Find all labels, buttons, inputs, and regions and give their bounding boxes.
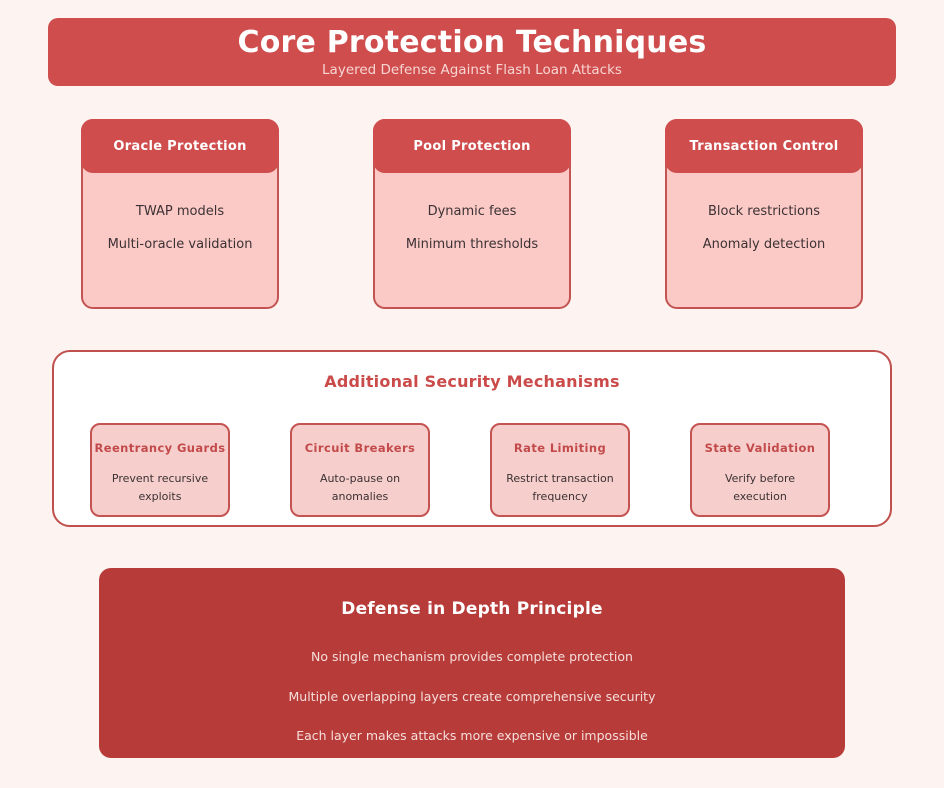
card-body: TWAP models Multi-oracle validation xyxy=(83,175,277,307)
principle-line: Each layer makes attacks more expensive … xyxy=(296,728,648,743)
defense-in-depth-box: Defense in Depth Principle No single mec… xyxy=(99,568,845,758)
card-header: Oracle Protection xyxy=(81,119,279,173)
card-title: Pool Protection xyxy=(413,138,531,154)
card-body: Block restrictions Anomaly detection xyxy=(667,175,861,307)
principle-line-list: No single mechanism provides complete pr… xyxy=(99,649,845,770)
mechanism-card-state-validation: State Validation Verify before execution xyxy=(690,423,830,517)
protection-card-pool: Pool Protection Dynamic fees Minimum thr… xyxy=(373,119,571,309)
mechanism-title: Reentrancy Guards xyxy=(94,441,226,455)
principle-line: No single mechanism provides complete pr… xyxy=(311,649,633,664)
principle-line: Multiple overlapping layers create compr… xyxy=(288,688,656,704)
mechanism-card-reentrancy-guards: Reentrancy Guards Prevent recursive expl… xyxy=(90,423,230,517)
mechanism-title: Circuit Breakers xyxy=(304,441,416,455)
mechanism-card-rate-limiting: Rate Limiting Restrict transaction frequ… xyxy=(490,423,630,517)
mechanism-title: State Validation xyxy=(704,441,816,455)
card-item: Multi-oracle validation xyxy=(107,237,253,252)
mechanism-description: Restrict transaction frequency xyxy=(506,471,614,503)
panel-title: Additional Security Mechanisms xyxy=(324,372,620,391)
card-item: Minimum thresholds xyxy=(405,237,539,252)
additional-security-panel: Additional Security Mechanisms Reentranc… xyxy=(52,350,892,527)
card-header: Pool Protection xyxy=(373,119,571,173)
mechanism-description: Auto-pause on anomalies xyxy=(319,471,401,503)
mechanism-description: Verify before execution xyxy=(724,471,796,503)
card-item: TWAP models xyxy=(135,204,225,219)
mechanism-list: Reentrancy Guards Prevent recursive expl… xyxy=(54,423,890,519)
card-header: Transaction Control xyxy=(665,119,863,173)
protection-card-oracle: Oracle Protection TWAP models Multi-orac… xyxy=(81,119,279,309)
mechanism-title: Rate Limiting xyxy=(513,441,607,455)
card-title: Oracle Protection xyxy=(113,138,247,154)
page-subtitle: Layered Defense Against Flash Loan Attac… xyxy=(322,62,622,78)
banner: Core Protection Techniques Layered Defen… xyxy=(48,18,896,86)
card-item: Block restrictions xyxy=(708,204,820,219)
protection-card-transaction: Transaction Control Block restrictions A… xyxy=(665,119,863,309)
card-item: Dynamic fees xyxy=(427,204,517,219)
principle-title: Defense in Depth Principle xyxy=(341,599,603,619)
mechanism-description: Prevent recursive exploits xyxy=(111,471,209,503)
card-title: Transaction Control xyxy=(689,138,839,154)
mechanism-card-circuit-breakers: Circuit Breakers Auto-pause on anomalies xyxy=(290,423,430,517)
page-title: Core Protection Techniques xyxy=(237,24,707,60)
card-body: Dynamic fees Minimum thresholds xyxy=(375,175,569,307)
card-item: Anomaly detection xyxy=(702,237,826,252)
